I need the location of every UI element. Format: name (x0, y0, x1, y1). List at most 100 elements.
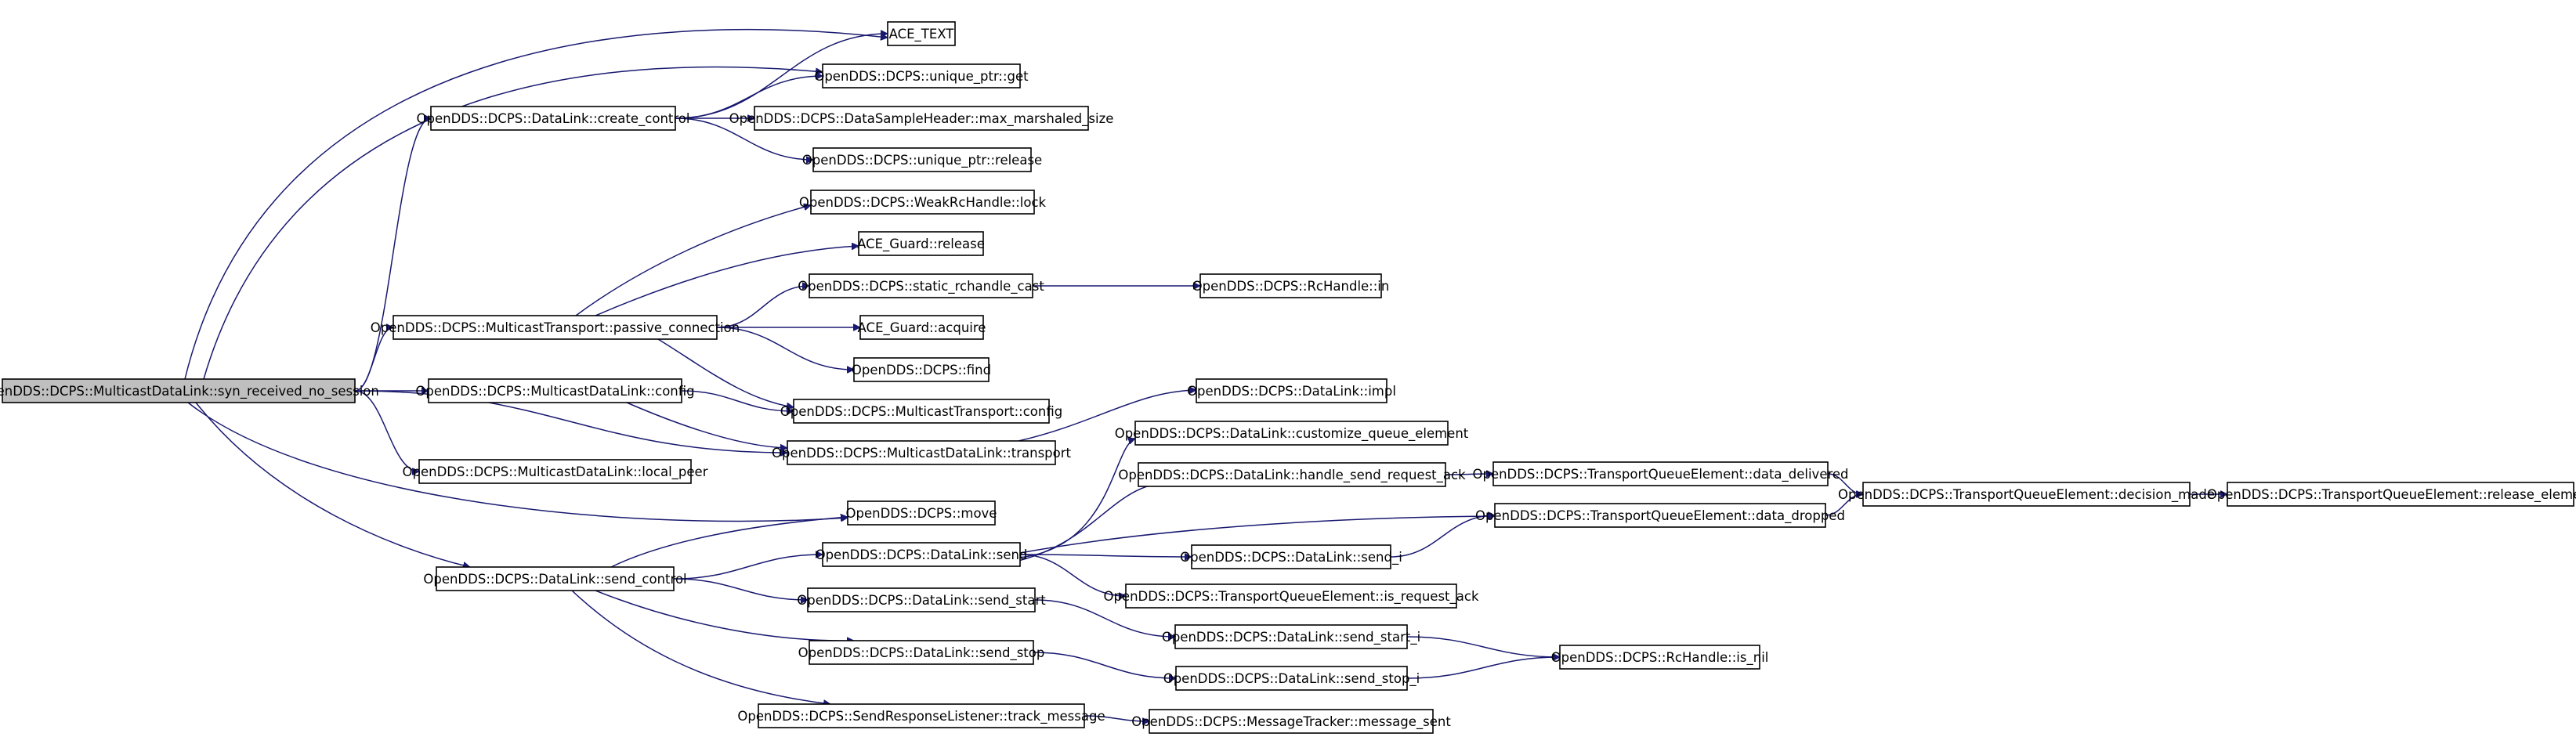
function-node-box (858, 231, 984, 256)
function-node-label: OpenDDS::DCPS::DataLink::send (816, 547, 1028, 562)
function-node-label: OpenDDS::DCPS::MulticastTransport::confi… (780, 404, 1062, 419)
call-edge-root-to-ace-text (184, 28, 888, 380)
function-node-static-cast[interactable]: OpenDDS::DCPS::static_rchandle_cast (798, 273, 1044, 298)
function-node-box (1138, 462, 1446, 487)
function-node-dl-handle-ack[interactable]: OpenDDS::DCPS::DataLink::handle_send_req… (1118, 462, 1466, 487)
function-node-mt-passive[interactable]: OpenDDS::DCPS::MulticastTransport::passi… (371, 315, 740, 340)
function-node-rc-in[interactable]: OpenDDS::DCPS::RcHandle::in (1192, 273, 1390, 298)
function-node-mdl-config[interactable]: OpenDDS::DCPS::MulticastDataLink::config (415, 378, 695, 403)
function-node-box (1191, 544, 1391, 569)
function-node-mdl-transport[interactable]: OpenDDS::DCPS::MulticastDataLink::transp… (772, 440, 1072, 465)
call-edges (184, 28, 2227, 721)
function-node-move[interactable]: OpenDDS::DCPS::move (846, 500, 997, 526)
function-node-box (807, 587, 1036, 612)
function-node-root[interactable]: OpenDDS::DCPS::MulticastDataLink::syn_re… (0, 378, 379, 403)
function-node-uptr-get[interactable]: OpenDDS::DCPS::unique_ptr::get (814, 63, 1029, 89)
function-node-box (393, 315, 718, 340)
function-node-box (2, 378, 356, 403)
call-edge-root-to-mt-passive (354, 327, 394, 392)
function-node-tqe-release[interactable]: OpenDDS::DCPS::TransportQueueElement::re… (2207, 482, 2576, 507)
function-node-tqe-delivered[interactable]: OpenDDS::DCPS::TransportQueueElement::da… (1472, 461, 1849, 486)
function-node-label: OpenDDS::DCPS::MulticastDataLink::transp… (772, 446, 1071, 461)
function-node-label: OpenDDS::DCPS::TransportQueueElement::re… (2207, 487, 2576, 503)
call-edge-mdl-transport-to-dl-impl (1018, 390, 1196, 442)
function-node-box (822, 542, 1021, 567)
function-node-label: OpenDDS::DCPS::MessageTracker::message_s… (1131, 714, 1451, 730)
function-node-label: OpenDDS::DCPS::WeakRcHandle::lock (799, 195, 1047, 210)
function-node-label: OpenDDS::DCPS::move (846, 506, 997, 521)
function-node-mtr-sent[interactable]: OpenDDS::DCPS::MessageTracker::message_s… (1131, 709, 1451, 734)
function-node-srl-track[interactable]: OpenDDS::DCPS::SendResponseListener::tra… (737, 703, 1105, 728)
function-node-guard-release[interactable]: ACE_Guard::release (857, 231, 985, 256)
call-edge-dl-send-control-to-dl-send-start (673, 578, 808, 600)
call-edge-mdl-config-to-mdl-transport (626, 402, 787, 448)
call-edge-dl-handle-ack-to-tqe-delivered (1445, 474, 1493, 475)
function-node-label: OpenDDS::DCPS::find (852, 363, 991, 378)
function-node-dl-send-control[interactable]: OpenDDS::DCPS::DataLink::send_control (423, 566, 687, 591)
function-node-find[interactable]: OpenDDS::DCPS::find (852, 357, 991, 382)
function-node-box (847, 500, 996, 526)
function-node-label: OpenDDS::DCPS::DataLink::send_stop (798, 645, 1045, 661)
function-node-dl-impl[interactable]: OpenDDS::DCPS::DataLink::impl (1187, 378, 1396, 403)
function-node-box (859, 315, 984, 340)
function-node-box (1862, 482, 2191, 507)
function-node-label: OpenDDS::DCPS::DataLink::send_stop_i (1163, 671, 1420, 687)
function-node-box (1174, 624, 1408, 649)
function-node-ace-text[interactable]: ACE_TEXT (887, 21, 956, 46)
function-node-label: OpenDDS::DCPS::DataLink::customize_queue… (1115, 426, 1469, 442)
function-node-label: OpenDDS::DCPS::SendResponseListener::tra… (737, 709, 1105, 724)
function-node-box (809, 273, 1033, 298)
function-node-box (787, 440, 1056, 465)
function-node-label: OpenDDS::DCPS::DataLink::send_i (1180, 550, 1402, 565)
call-edge-dl-send-start-to-dl-send-start-i (1034, 599, 1175, 637)
function-node-rc-is-nil[interactable]: OpenDDS::DCPS::RcHandle::is_nil (1551, 645, 1769, 670)
function-node-label: OpenDDS::DCPS::DataLink::send_control (423, 572, 686, 587)
function-node-box (812, 147, 1032, 172)
call-edge-mt-passive-to-guard-release (595, 246, 859, 316)
function-node-dl-send-stop[interactable]: OpenDDS::DCPS::DataLink::send_stop (798, 640, 1045, 665)
function-node-label: OpenDDS::DCPS::RcHandle::is_nil (1551, 650, 1769, 666)
function-node-box (436, 566, 675, 591)
function-node-uptr-release[interactable]: OpenDDS::DCPS::unique_ptr::release (802, 147, 1042, 172)
call-edge-dl-send-stop-i-to-rc-is-nil (1406, 657, 1560, 679)
function-node-box (430, 106, 676, 131)
function-node-tqe-dropped[interactable]: OpenDDS::DCPS::TransportQueueElement::da… (1475, 503, 1845, 528)
function-node-dl-send[interactable]: OpenDDS::DCPS::DataLink::send (816, 542, 1028, 567)
function-node-label: OpenDDS::DCPS::DataLink::impl (1187, 384, 1396, 399)
call-edge-mt-passive-to-weak-lock (575, 205, 811, 316)
call-edge-dl-send-to-dl-send-i (1019, 555, 1192, 557)
function-node-dl-send-start-i[interactable]: OpenDDS::DCPS::DataLink::send_start_i (1162, 624, 1420, 649)
function-node-dl-create-control[interactable]: OpenDDS::DCPS::DataLink::create_control (417, 106, 690, 131)
function-node-weak-lock[interactable]: OpenDDS::DCPS::WeakRcHandle::lock (799, 190, 1047, 215)
function-node-dl-send-stop-i[interactable]: OpenDDS::DCPS::DataLink::send_stop_i (1163, 666, 1420, 691)
function-node-dl-customize[interactable]: OpenDDS::DCPS::DataLink::customize_queue… (1115, 421, 1469, 446)
function-node-label: ACE_Guard::acquire (858, 320, 986, 336)
function-node-box (754, 106, 1089, 131)
function-node-dsh-max[interactable]: OpenDDS::DCPS::DataSampleHeader::max_mar… (729, 106, 1114, 131)
function-node-label: OpenDDS::DCPS::MulticastTransport::passi… (371, 320, 740, 336)
call-edge-root-to-dl-send-control (195, 402, 470, 567)
function-node-guard-acquire[interactable]: ACE_Guard::acquire (858, 315, 986, 340)
function-node-label: OpenDDS::DCPS::TransportQueueElement::da… (1472, 467, 1848, 482)
function-node-mt-config[interactable]: OpenDDS::DCPS::MulticastTransport::confi… (780, 399, 1062, 424)
call-edge-root-to-move (187, 402, 848, 522)
call-edge-dl-send-control-to-dl-send (673, 555, 823, 580)
call-edge-dl-send-control-to-dl-send-stop (595, 590, 854, 641)
function-node-dl-send-i[interactable]: OpenDDS::DCPS::DataLink::send_i (1180, 544, 1402, 569)
function-node-box (428, 378, 682, 403)
function-node-label: OpenDDS::DCPS::DataSampleHeader::max_mar… (729, 111, 1114, 127)
function-node-mdl-local-peer[interactable]: OpenDDS::DCPS::MulticastDataLink::local_… (403, 459, 708, 484)
call-edge-root-to-dl-create-control (354, 118, 432, 392)
function-node-box (809, 640, 1034, 665)
function-node-dl-send-start[interactable]: OpenDDS::DCPS::DataLink::send_start (797, 587, 1046, 612)
function-node-label: OpenDDS::DCPS::MulticastDataLink::config (415, 384, 694, 399)
function-node-label: ACE_TEXT (889, 27, 955, 42)
function-node-label: OpenDDS::DCPS::unique_ptr::get (814, 69, 1029, 85)
function-node-tqe-decision[interactable]: OpenDDS::DCPS::TransportQueueElement::de… (1838, 482, 2215, 507)
function-node-label: ACE_Guard::release (857, 237, 985, 252)
call-edge-tqe-dropped-to-tqe-decision (1825, 494, 1864, 516)
function-node-label: OpenDDS::DCPS::TransportQueueElement::is… (1103, 589, 1478, 605)
function-node-tqe-is-ack[interactable]: OpenDDS::DCPS::TransportQueueElement::is… (1103, 583, 1479, 609)
function-node-box (1559, 645, 1760, 670)
